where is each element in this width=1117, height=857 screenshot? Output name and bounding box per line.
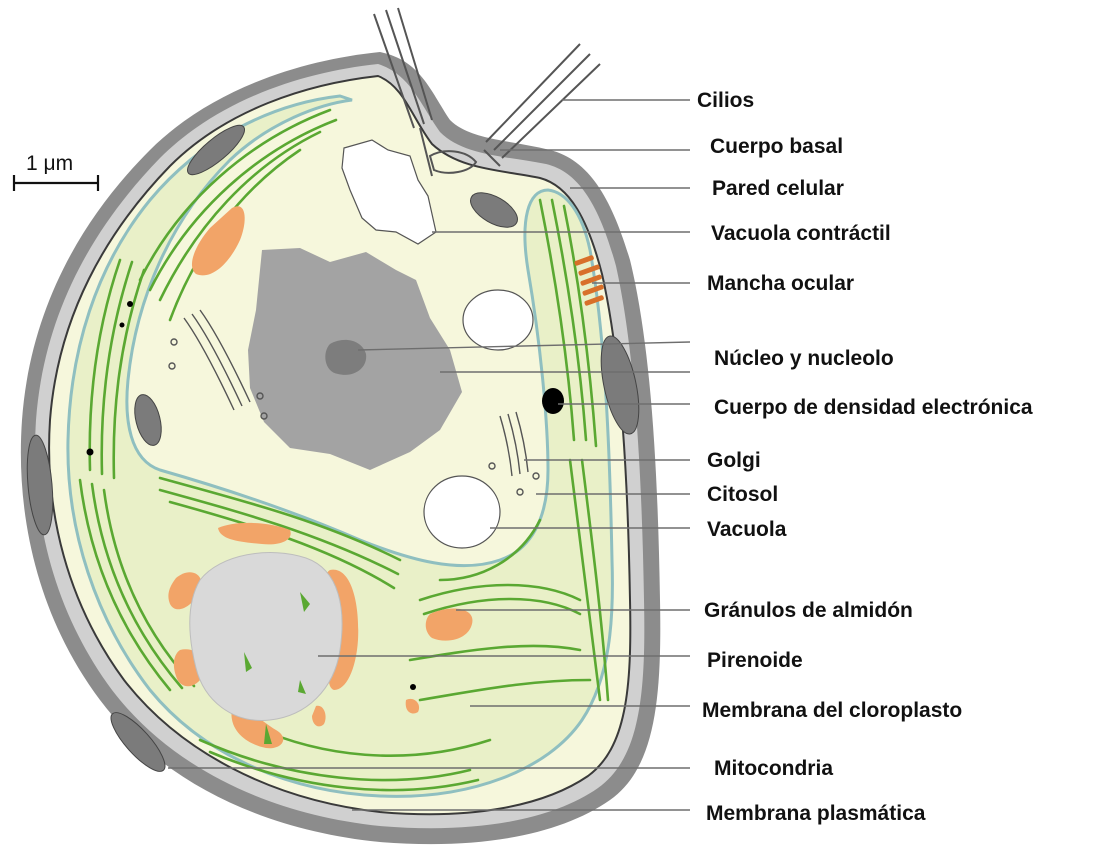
dense-dot (127, 301, 133, 307)
label-membrana-plasmatica: Membrana plasmática (706, 802, 926, 825)
scale-bar-label: 1 μm (26, 152, 73, 175)
label-nucleo: Núcleo y nucleolo (714, 347, 894, 370)
dense-dot (410, 684, 416, 690)
label-pirenoide: Pirenoide (707, 649, 803, 672)
electron-dense-body (542, 388, 564, 414)
label-golgi: Golgi (707, 449, 761, 472)
label-granulos: Gránulos de almidón (704, 599, 913, 622)
label-membrana-cloroplasto: Membrana del cloroplasto (702, 699, 962, 722)
label-mitocondria: Mitocondria (714, 757, 833, 780)
label-pared-celular: Pared celular (712, 177, 844, 200)
dense-dot (87, 449, 94, 456)
vacuole-lower (424, 476, 500, 548)
nucleolus (325, 340, 366, 375)
label-cuerpo-densidad: Cuerpo de densidad electrónica (714, 396, 1033, 419)
label-vacuola-contractil: Vacuola contráctil (711, 222, 891, 245)
label-mancha-ocular: Mancha ocular (707, 272, 854, 295)
label-cilios: Cilios (697, 89, 754, 112)
label-vacuola: Vacuola (707, 518, 787, 541)
label-citosol: Citosol (707, 483, 778, 506)
vacuole-upper (463, 290, 533, 350)
pyrenoid (190, 553, 342, 721)
label-cuerpo-basal: Cuerpo basal (710, 135, 843, 158)
scale-bar: 1 μm (14, 152, 98, 191)
dense-dot (120, 323, 125, 328)
labels: Cilios Cuerpo basal Pared celular Vacuol… (697, 89, 1033, 825)
